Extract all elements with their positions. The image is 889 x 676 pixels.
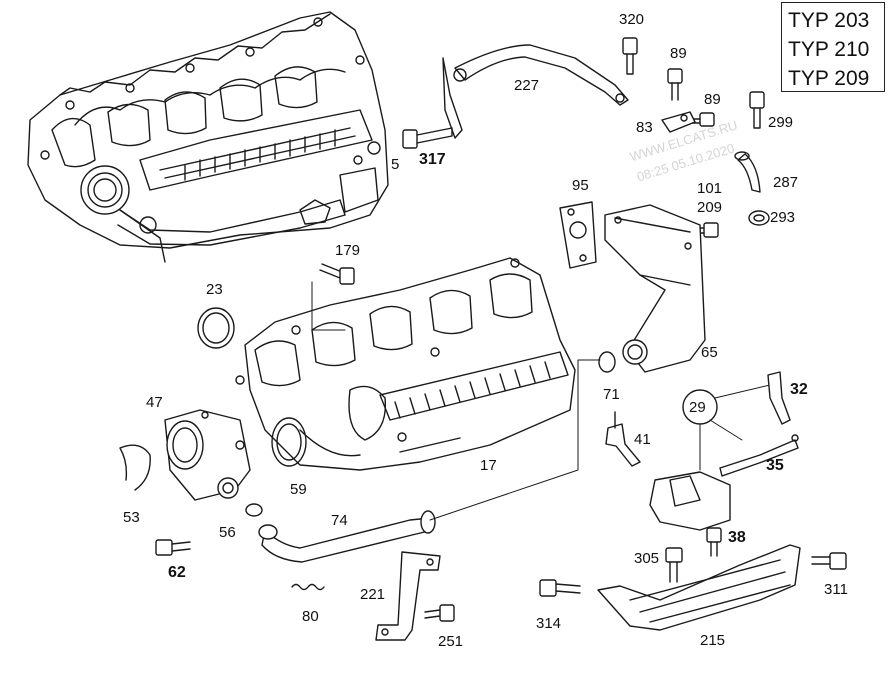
part-label-80[interactable]: 80 bbox=[302, 608, 319, 625]
bolt-305 bbox=[665, 547, 683, 583]
bolt-299 bbox=[749, 91, 765, 129]
actuator-38 bbox=[649, 471, 731, 531]
seal-ring-71 bbox=[598, 351, 616, 373]
part-label-5[interactable]: 5 bbox=[391, 156, 400, 173]
part-label-74[interactable]: 74 bbox=[331, 512, 348, 529]
throttle-body-47 bbox=[164, 409, 251, 501]
part-label-179[interactable]: 179 bbox=[335, 242, 361, 259]
bracket-227 bbox=[442, 44, 629, 139]
part-label-251[interactable]: 251 bbox=[438, 633, 464, 650]
part-label-23[interactable]: 23 bbox=[206, 281, 223, 298]
linkage-32 bbox=[767, 371, 791, 425]
bolt-89a bbox=[667, 68, 683, 101]
cover-215 bbox=[597, 544, 801, 631]
part-label-17[interactable]: 17 bbox=[480, 457, 497, 474]
bolt-38 bbox=[706, 527, 722, 557]
part-label-95[interactable]: 95 bbox=[572, 177, 589, 194]
part-label-89a[interactable]: 89 bbox=[670, 45, 687, 62]
linkage-35 bbox=[719, 434, 799, 477]
model-type-2: TYP 210 bbox=[788, 38, 870, 61]
gasket-95 bbox=[559, 201, 597, 269]
bolt-62 bbox=[155, 539, 191, 556]
bolt-317 bbox=[402, 127, 453, 149]
part-label-62[interactable]: 62 bbox=[168, 564, 186, 581]
model-type-3: TYP 209 bbox=[788, 67, 870, 90]
o-ring-23 bbox=[197, 307, 235, 349]
callout-circle-29 bbox=[682, 384, 771, 471]
seal-ring-293 bbox=[748, 210, 770, 226]
part-label-29[interactable]: 29 bbox=[689, 399, 706, 416]
part-label-101[interactable]: 101 bbox=[697, 180, 723, 197]
clamp-53 bbox=[119, 444, 151, 491]
model-type-1: TYP 203 bbox=[788, 9, 870, 32]
part-label-35[interactable]: 35 bbox=[766, 457, 784, 474]
bolt-251 bbox=[424, 604, 455, 622]
bolt-311 bbox=[811, 552, 847, 570]
connector-65 bbox=[604, 204, 706, 373]
part-label-317[interactable]: 317 bbox=[419, 151, 446, 168]
part-label-32[interactable]: 32 bbox=[790, 381, 808, 398]
lower-manifold-17 bbox=[235, 257, 576, 471]
bolt-314 bbox=[539, 579, 581, 597]
o-ring-59 bbox=[271, 417, 307, 467]
hose-287 bbox=[734, 151, 761, 193]
part-label-209[interactable]: 209 bbox=[697, 199, 723, 216]
part-label-311[interactable]: 311 bbox=[824, 581, 848, 598]
part-label-56[interactable]: 56 bbox=[219, 524, 236, 541]
part-label-53[interactable]: 53 bbox=[123, 509, 140, 526]
bracket-83 bbox=[661, 111, 696, 133]
part-label-314[interactable]: 314 bbox=[536, 615, 562, 632]
part-label-293[interactable]: 293 bbox=[770, 209, 796, 226]
part-label-227[interactable]: 227 bbox=[514, 77, 540, 94]
part-label-305[interactable]: 305 bbox=[634, 550, 660, 567]
part-label-287[interactable]: 287 bbox=[773, 174, 799, 191]
part-label-215[interactable]: 215 bbox=[700, 632, 726, 649]
part-label-221[interactable]: 221 bbox=[360, 586, 386, 603]
part-label-41[interactable]: 41 bbox=[634, 431, 651, 448]
spring-80 bbox=[291, 583, 325, 591]
part-label-38[interactable]: 38 bbox=[728, 529, 746, 546]
part-label-47[interactable]: 47 bbox=[146, 394, 163, 411]
part-label-83[interactable]: 83 bbox=[636, 119, 653, 136]
part-label-299[interactable]: 299 bbox=[768, 114, 794, 131]
bolt-320 bbox=[622, 37, 638, 75]
bolt-179 bbox=[319, 263, 355, 285]
upper-manifold-assembly bbox=[27, 11, 389, 263]
part-label-71[interactable]: 71 bbox=[603, 386, 620, 403]
part-label-59[interactable]: 59 bbox=[290, 481, 307, 498]
bolt-209 bbox=[689, 222, 719, 238]
part-label-320[interactable]: 320 bbox=[619, 11, 645, 28]
model-type-box: TYP 203 TYP 210 TYP 209 bbox=[781, 2, 885, 92]
seal-ring-56 bbox=[245, 503, 263, 517]
part-label-65[interactable]: 65 bbox=[701, 344, 718, 361]
vent-pipe-74 bbox=[258, 510, 436, 563]
part-label-89b[interactable]: 89 bbox=[704, 91, 721, 108]
linkage-41 bbox=[605, 411, 641, 467]
bracket-221 bbox=[375, 551, 441, 641]
